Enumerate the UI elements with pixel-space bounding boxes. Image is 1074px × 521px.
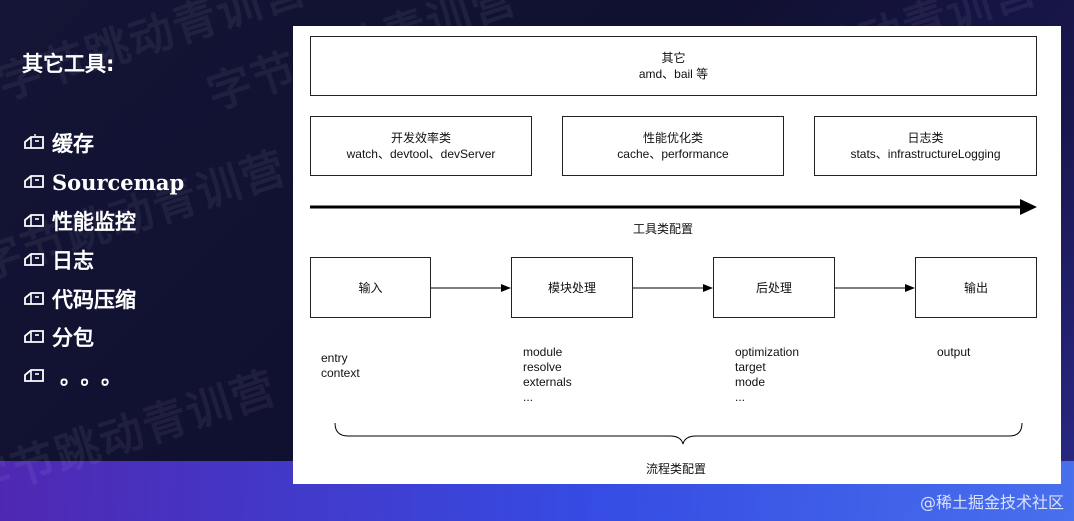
flow-arrowhead	[501, 284, 511, 292]
flow-label: 流程类配置	[646, 462, 707, 476]
mailbox-icon	[24, 369, 44, 383]
params-module: module resolve externals ...	[523, 345, 572, 405]
param: mode	[735, 375, 766, 389]
mailbox-icon	[24, 175, 44, 189]
list-item-label: 代码压缩	[52, 287, 136, 312]
list-item: 分包	[22, 318, 184, 357]
list-item: 缓存	[22, 124, 184, 163]
list-item: 日志	[22, 240, 184, 279]
mailbox-icon	[24, 252, 44, 266]
tool-axis-arrowhead	[1020, 199, 1037, 215]
param: optimization	[735, 345, 800, 359]
param: ...	[735, 390, 746, 404]
params-output: output	[937, 345, 970, 360]
footer-watermark: @稀土掘金技术社区	[919, 493, 1064, 512]
flow-box-input: 输入	[310, 257, 431, 318]
diagram-connectors	[310, 199, 1037, 445]
category-detail: stats、infrastructureLogging	[850, 147, 1001, 161]
param: externals	[523, 375, 572, 389]
list-item-label: 分包	[52, 326, 94, 351]
flow-arrowhead	[703, 284, 713, 292]
flow-box-label: 后处理	[755, 280, 792, 295]
category-detail: watch、devtool、devServer	[346, 147, 496, 161]
flow-box-label: 输出	[963, 280, 988, 295]
mailbox-icon	[24, 134, 44, 150]
flow-box-label: 模块处理	[547, 280, 596, 295]
other-box-title: 其它	[661, 51, 686, 65]
param: ...	[523, 390, 534, 404]
list-item: 代码压缩	[22, 279, 184, 318]
category-detail: cache、performance	[617, 147, 729, 161]
param: module	[523, 345, 563, 359]
list-item: 性能监控	[22, 202, 184, 241]
param: output	[937, 345, 971, 359]
category-title: 开发效率类	[390, 131, 451, 145]
flow-box-module: 模块处理	[511, 257, 633, 318]
list-item-label: 。。。	[60, 365, 132, 390]
diagram-panel: 其它 amd、bail 等 开发效率类 watch、devtool、devSer…	[293, 26, 1061, 484]
flow-box-post: 后处理	[713, 257, 835, 318]
params-input: entry context	[321, 351, 360, 381]
tool-axis-label: 工具类配置	[633, 222, 694, 236]
category-box-log: 日志类 stats、infrastructureLogging	[814, 116, 1037, 176]
mailbox-icon	[24, 214, 44, 227]
category-title: 日志类	[907, 131, 944, 145]
mailbox-icon	[24, 330, 44, 344]
list-item: 。。。	[22, 357, 184, 396]
other-box-detail: amd、bail 等	[638, 67, 709, 81]
list-item-label: 日志	[52, 248, 94, 273]
category-title: 性能优化类	[642, 131, 703, 145]
flow-arrowhead	[905, 284, 915, 292]
param: context	[321, 366, 360, 380]
tool-list: 缓存 Sourcemap 性能监控 日志 代码压缩 分包 。。。	[22, 124, 184, 396]
other-box: 其它 amd、bail 等	[310, 36, 1037, 96]
category-box-dev: 开发效率类 watch、devtool、devServer	[310, 116, 532, 176]
param: resolve	[523, 360, 562, 374]
param: entry	[321, 351, 348, 365]
flow-brace	[334, 422, 1023, 445]
params-post: optimization target mode ...	[735, 345, 799, 405]
flow-box-output: 输出	[915, 257, 1037, 318]
category-box-perf: 性能优化类 cache、performance	[562, 116, 784, 176]
list-item-label: 缓存	[52, 132, 94, 157]
flow-box-label: 输入	[358, 280, 383, 295]
list-item: Sourcemap	[22, 163, 184, 202]
page-title: 其它工具:	[22, 52, 115, 76]
mailbox-icon	[24, 291, 44, 305]
param: target	[735, 360, 766, 374]
list-item-label: Sourcemap	[52, 169, 185, 195]
list-item-label: 性能监控	[52, 209, 136, 234]
